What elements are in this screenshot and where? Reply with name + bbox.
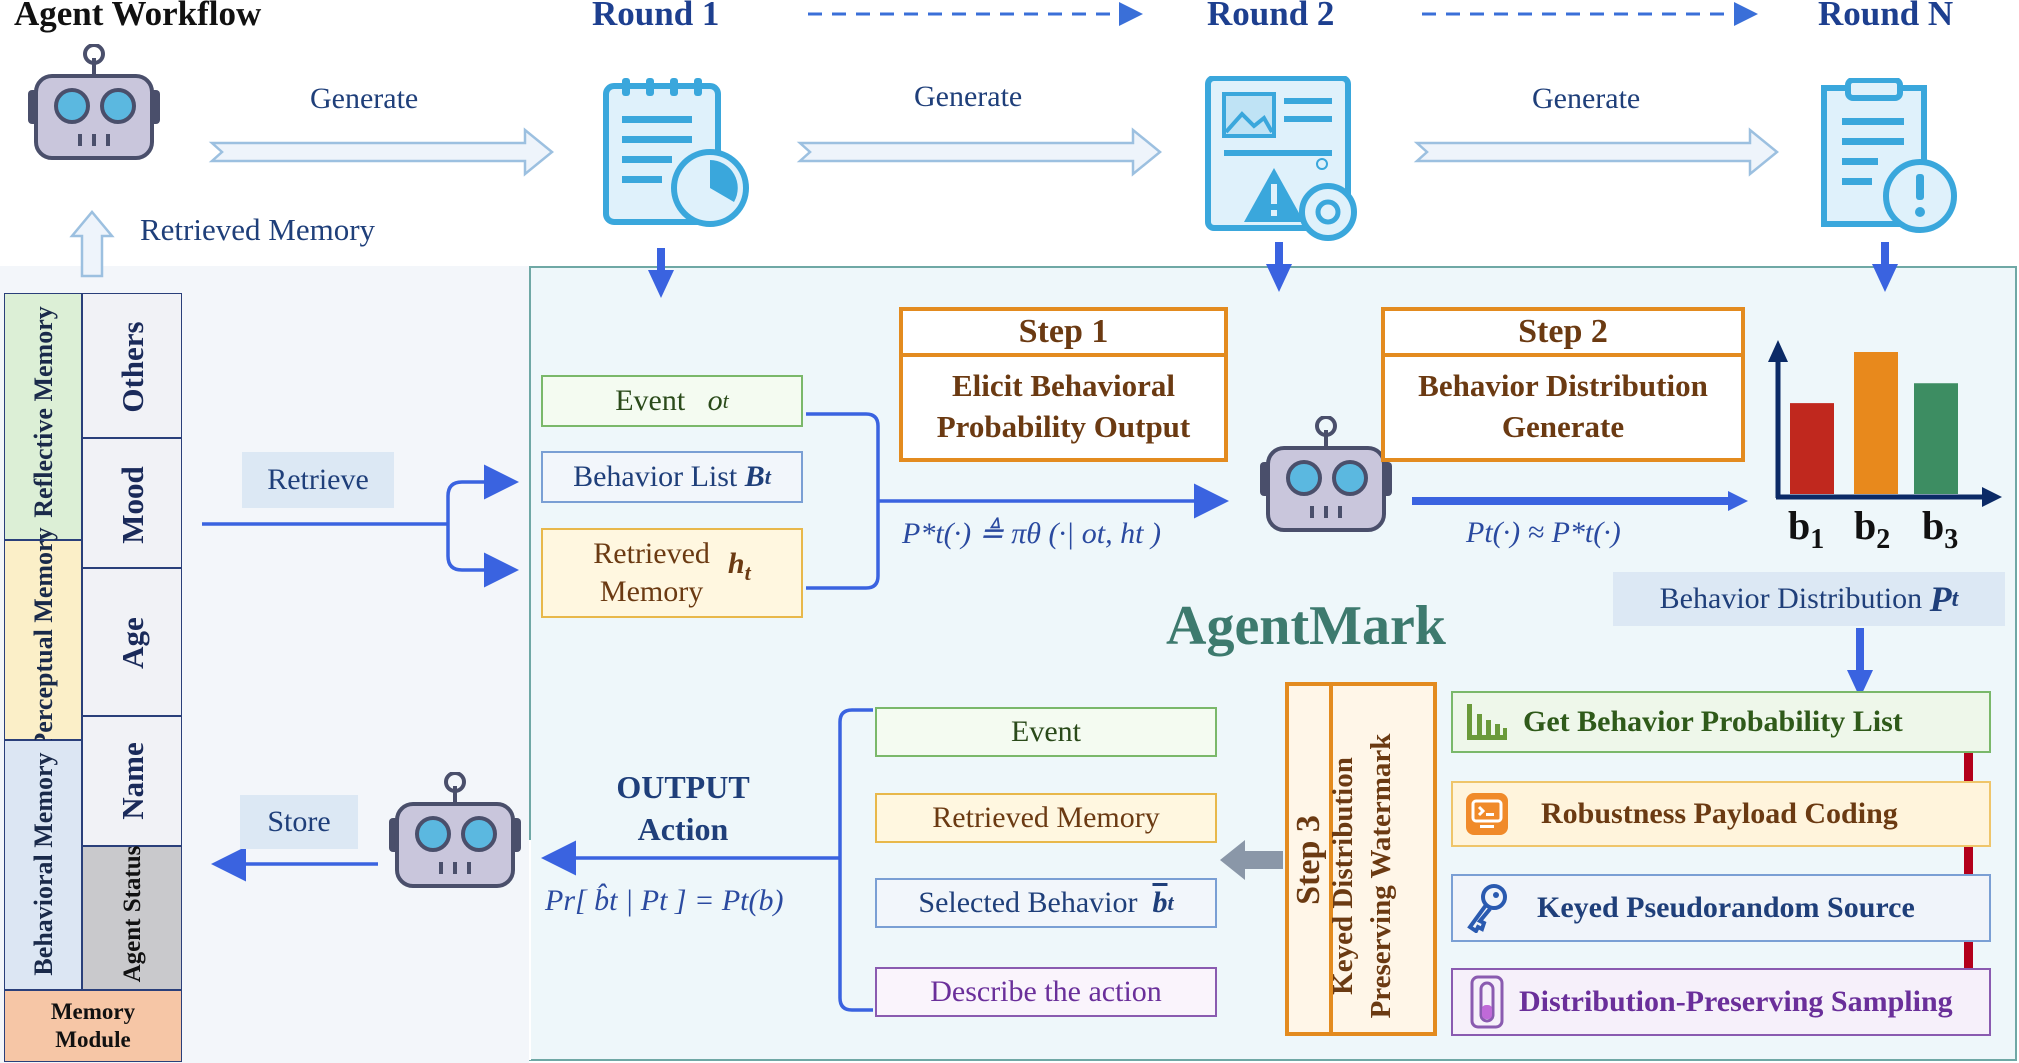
output-describe-action-box: Describe the action <box>875 967 1217 1017</box>
robot-icon-bottom <box>389 772 521 888</box>
round-2-label: Round 2 <box>1207 0 1335 33</box>
bar-chart-bars <box>1790 352 1958 494</box>
generate-label-2: Generate <box>914 80 1023 113</box>
watermark-step-pseudorandom: Keyed Pseudorandom Source <box>1451 874 1991 942</box>
behavioral-memory-cell: Behavioral Memory <box>4 740 82 990</box>
watermark-step-probability-list: Get Behavior Probability List <box>1451 691 1991 753</box>
page-title: Agent Workflow <box>14 0 262 33</box>
memory-item-agent-status: Agent Status <box>82 846 182 990</box>
step3-title: Step 3 <box>1290 815 1327 905</box>
behavioral-memory-label: Behavioral Memory <box>29 752 58 976</box>
output-retrieved-memory-box: Retrieved Memory <box>875 793 1217 843</box>
watermark-flow-arrow <box>1954 722 1983 996</box>
perceptual-memory-label: Perceptual Memory <box>29 527 58 749</box>
input-retrieved-memory-box: Retrieved Memory ht <box>541 528 803 618</box>
robot-icon-middle <box>1260 416 1392 532</box>
bar-chart-axes <box>1768 340 2002 507</box>
test-tube-icon <box>1461 975 1513 1029</box>
retrieve-connector <box>202 464 519 588</box>
agentmark-title: AgentMark <box>1166 595 1446 657</box>
round-n-label: Round N <box>1818 0 1954 33</box>
code-monitor-icon <box>1461 791 1513 837</box>
bar-3 <box>1914 383 1958 494</box>
watermark-step-sampling: Distribution-Preserving Sampling <box>1451 968 1991 1036</box>
formula-output: Pr[ b̂t | Pt ] = Pt(b) <box>545 884 784 917</box>
formula-approx: Pt(·) ≈ P*t(·) <box>1466 516 1621 549</box>
memory-item-mood: Mood <box>82 438 182 568</box>
watermark-step-payload-coding: Robustness Payload Coding <box>1451 781 1991 847</box>
generate-arrow-2 <box>796 127 1162 177</box>
memory-item-others: Others <box>82 293 182 438</box>
reflective-memory-label: Reflective Memory <box>29 306 58 518</box>
reflective-memory-cell: Reflective Memory <box>4 293 82 540</box>
retrieved-memory-label: Retrieved Memory <box>140 212 376 247</box>
bar-label-2: b2 <box>1854 503 1891 555</box>
generate-arrow-1 <box>208 127 554 177</box>
perceptual-memory-cell: Perceptual Memory <box>4 527 82 749</box>
generate-label-1: Generate <box>310 82 419 115</box>
memory-item-name: Name <box>82 716 182 846</box>
bar-label-3: b3 <box>1922 503 1959 555</box>
generate-arrow-3 <box>1413 127 1779 177</box>
generate-label-3: Generate <box>1532 82 1641 115</box>
retrieved-memory-up-arrow <box>69 210 115 278</box>
round-down-arrows <box>648 242 1898 698</box>
store-label: Store <box>240 795 358 849</box>
input-merge-connector <box>806 412 1229 590</box>
round-1-label: Round 1 <box>592 0 720 33</box>
robot-icon-top <box>28 44 160 160</box>
memory-module-footer: Memory Module <box>4 990 182 1062</box>
document-warning-icon <box>1205 76 1357 241</box>
key-icon <box>1461 883 1513 933</box>
bar-label-1: b1 <box>1788 503 1825 555</box>
bar-1 <box>1790 403 1834 494</box>
memory-item-age: Age <box>82 568 182 716</box>
step3-output-arrow <box>1220 840 1283 880</box>
retrieve-label: Retrieve <box>242 452 394 508</box>
bar-2 <box>1854 352 1898 494</box>
bar-chart-icon <box>1461 702 1513 742</box>
document-alert-icon <box>1821 78 1957 233</box>
formula-elicit: P*t(·) ≜ πθ (·| ot, ht ) <box>902 517 1161 550</box>
clipboard-clock-icon <box>603 78 749 227</box>
output-bracket <box>529 708 873 1060</box>
output-event-box: Event <box>875 707 1217 757</box>
